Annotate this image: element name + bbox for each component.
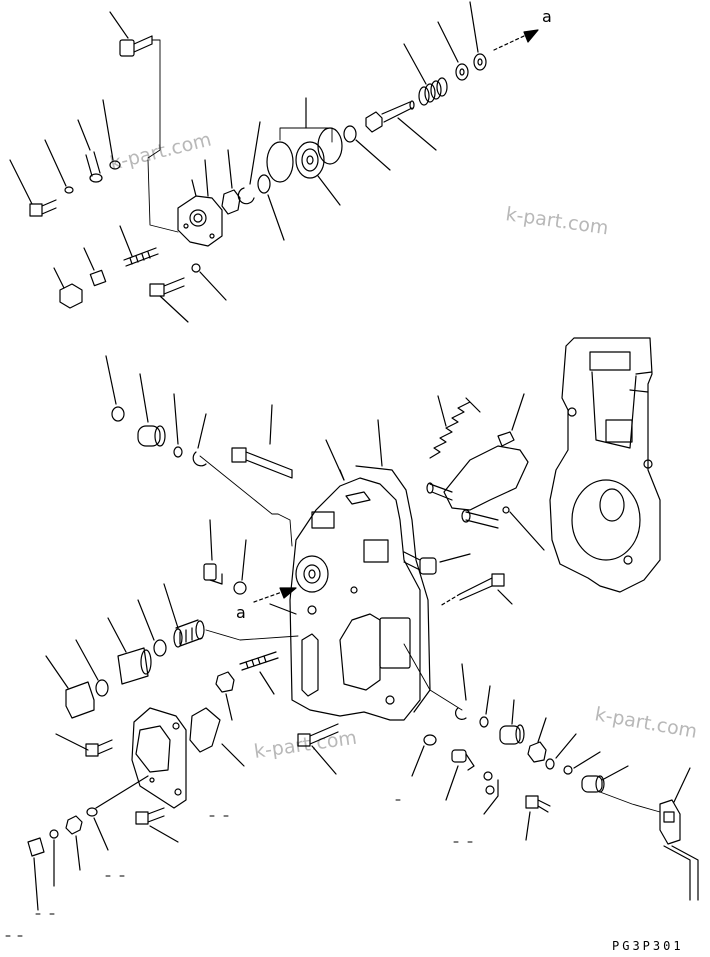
watermark-text: k-part.com	[504, 203, 610, 239]
bushing-part	[499, 699, 525, 745]
washer-part	[469, 1, 487, 71]
washer-part	[102, 99, 121, 170]
washer-part	[563, 751, 601, 775]
watermark-text: k-part.com	[108, 128, 214, 174]
main-governor-housing	[289, 419, 431, 721]
bolt-part	[9, 159, 57, 217]
top-assembly	[9, 1, 539, 323]
washer-part	[75, 639, 109, 697]
plunger-part	[163, 583, 205, 648]
sleeve-part	[107, 617, 152, 685]
stud-part	[119, 225, 159, 267]
governor-cover-housing	[177, 159, 223, 247]
bolt-part	[445, 749, 475, 801]
watermark-text: k-part.com	[253, 727, 359, 763]
gasket-part	[189, 707, 245, 767]
bolt-part	[109, 11, 153, 57]
nut-part	[83, 247, 107, 287]
o-ring-part	[266, 141, 294, 183]
bolt-part	[203, 519, 223, 585]
washer-part	[527, 717, 547, 763]
lever-assembly	[426, 393, 545, 551]
bushing-part	[581, 765, 629, 793]
clip-part	[479, 685, 491, 728]
snap-ring-part	[455, 663, 467, 720]
long-bolt-part	[439, 573, 513, 607]
dash-marks	[5, 799, 473, 937]
bolt-part	[297, 723, 339, 775]
pipe-fitting-part	[77, 119, 103, 183]
long-bolt-part	[231, 447, 293, 479]
plug-part	[27, 837, 45, 911]
washer-part	[105, 355, 125, 422]
label-a-mid: a	[236, 603, 246, 622]
washer-part	[49, 829, 59, 887]
washer-part	[233, 539, 247, 595]
clip-part	[173, 393, 183, 458]
nut-part	[221, 149, 241, 215]
clip-part	[191, 263, 227, 301]
washer-part	[343, 125, 391, 171]
washer-part	[411, 734, 437, 777]
bolt-part	[135, 807, 179, 843]
reference-arrow-a	[493, 29, 539, 51]
washer-part	[137, 599, 167, 657]
link-rod-part	[659, 767, 699, 901]
bearing-part	[295, 141, 341, 206]
bushing-part	[137, 373, 166, 447]
shaft-part	[365, 100, 437, 151]
cover-plate-part	[95, 707, 187, 809]
bolt-part	[525, 795, 551, 841]
washer-part	[437, 21, 469, 81]
figure-code: PG3P301	[612, 939, 684, 953]
o-ring-part	[317, 127, 343, 165]
washer-part	[483, 771, 499, 815]
washer-part	[237, 121, 261, 205]
reference-arrow-a	[253, 587, 297, 603]
washer-part	[86, 807, 109, 851]
washer-part	[545, 733, 577, 770]
bolt-part	[55, 733, 113, 757]
bolt-part	[149, 277, 189, 323]
label-a-top: a	[542, 7, 552, 26]
spring-part	[403, 43, 448, 106]
governor-case	[549, 337, 661, 593]
nut-part	[65, 815, 83, 871]
snap-ring-part	[192, 413, 207, 467]
bolt-part	[403, 551, 471, 575]
washer-part	[44, 139, 74, 194]
nut-part	[53, 267, 83, 309]
o-ring-part	[257, 174, 285, 241]
stud-part	[239, 651, 279, 695]
nut-part	[215, 671, 235, 721]
cap-nut-part	[45, 655, 95, 719]
watermark-text: k-part.com	[593, 703, 699, 743]
spring-part	[429, 395, 481, 459]
